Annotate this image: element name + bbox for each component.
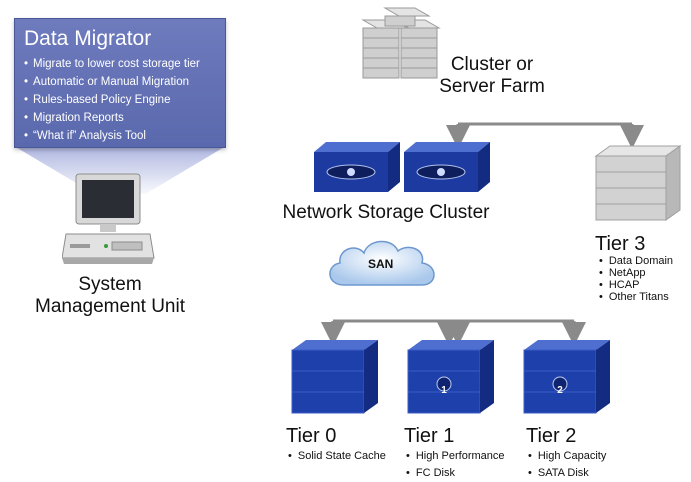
tier1-list: High Performance FC Disk [406,448,505,482]
tier0-list: Solid State Cache [288,448,386,465]
tier-connector [321,319,586,346]
data-migrator-title: Data Migrator [24,27,152,50]
feature-item: Migrate to lower cost storage tier [24,55,200,73]
feature-item: “What if” Analysis Tool [24,127,200,145]
data-migrator-features: Migrate to lower cost storage tier Autom… [24,55,200,145]
network-storage-label: Network Storage Cluster [282,202,490,223]
cluster-label: Cluster or Server Farm [432,54,552,98]
tier0-title: Tier 0 [286,425,337,447]
system-mgmt-line2: Management Unit [35,296,185,317]
tier3-item: NetApp [599,267,673,279]
tier2-title: Tier 2 [526,425,577,447]
tier2-list: High Capacity SATA Disk [528,448,606,482]
feature-item: Migration Reports [24,109,200,127]
tier3-item: HCAP [599,279,673,291]
tier3-storage-icon [594,145,682,221]
feature-item: Rules-based Policy Engine [24,91,200,109]
tier1-badge: 1 [441,385,447,396]
tier3-list: Data Domain NetApp HCAP Other Titans [599,255,673,303]
computer-icon [62,173,155,264]
tier2-item: High Capacity [528,448,606,465]
tier3-title: Tier 3 [595,233,646,255]
tier1-item: High Performance [406,448,505,465]
network-storage-nodes [314,142,490,192]
tier2-badge: 2 [557,385,563,396]
cluster-line1: Cluster or [450,54,534,75]
storage-node-icon [314,142,400,192]
server-farm-icon [361,7,441,79]
tier1-title: Tier 1 [404,425,455,447]
tier3-item: Data Domain [599,255,673,267]
san-label: SAN [368,257,394,271]
system-management-label: System Management Unit [22,274,198,318]
tier3-item: Other Titans [599,291,673,303]
feature-item: Automatic or Manual Migration [24,73,200,91]
cluster-connector [446,122,644,149]
tier2-item: SATA Disk [528,465,606,482]
tier1-storage-icon [407,340,494,414]
cluster-line2: Server Farm [439,76,545,97]
tier0-storage-icon [291,340,378,414]
tier1-item: FC Disk [406,465,505,482]
storage-node-icon [404,142,490,192]
system-mgmt-line1: System [78,274,142,295]
san-cloud-icon [329,240,435,286]
tier2-storage-icon [523,340,610,414]
data-migrator-panel: Data Migrator Migrate to lower cost stor… [14,18,226,148]
tier0-item: Solid State Cache [288,448,386,465]
